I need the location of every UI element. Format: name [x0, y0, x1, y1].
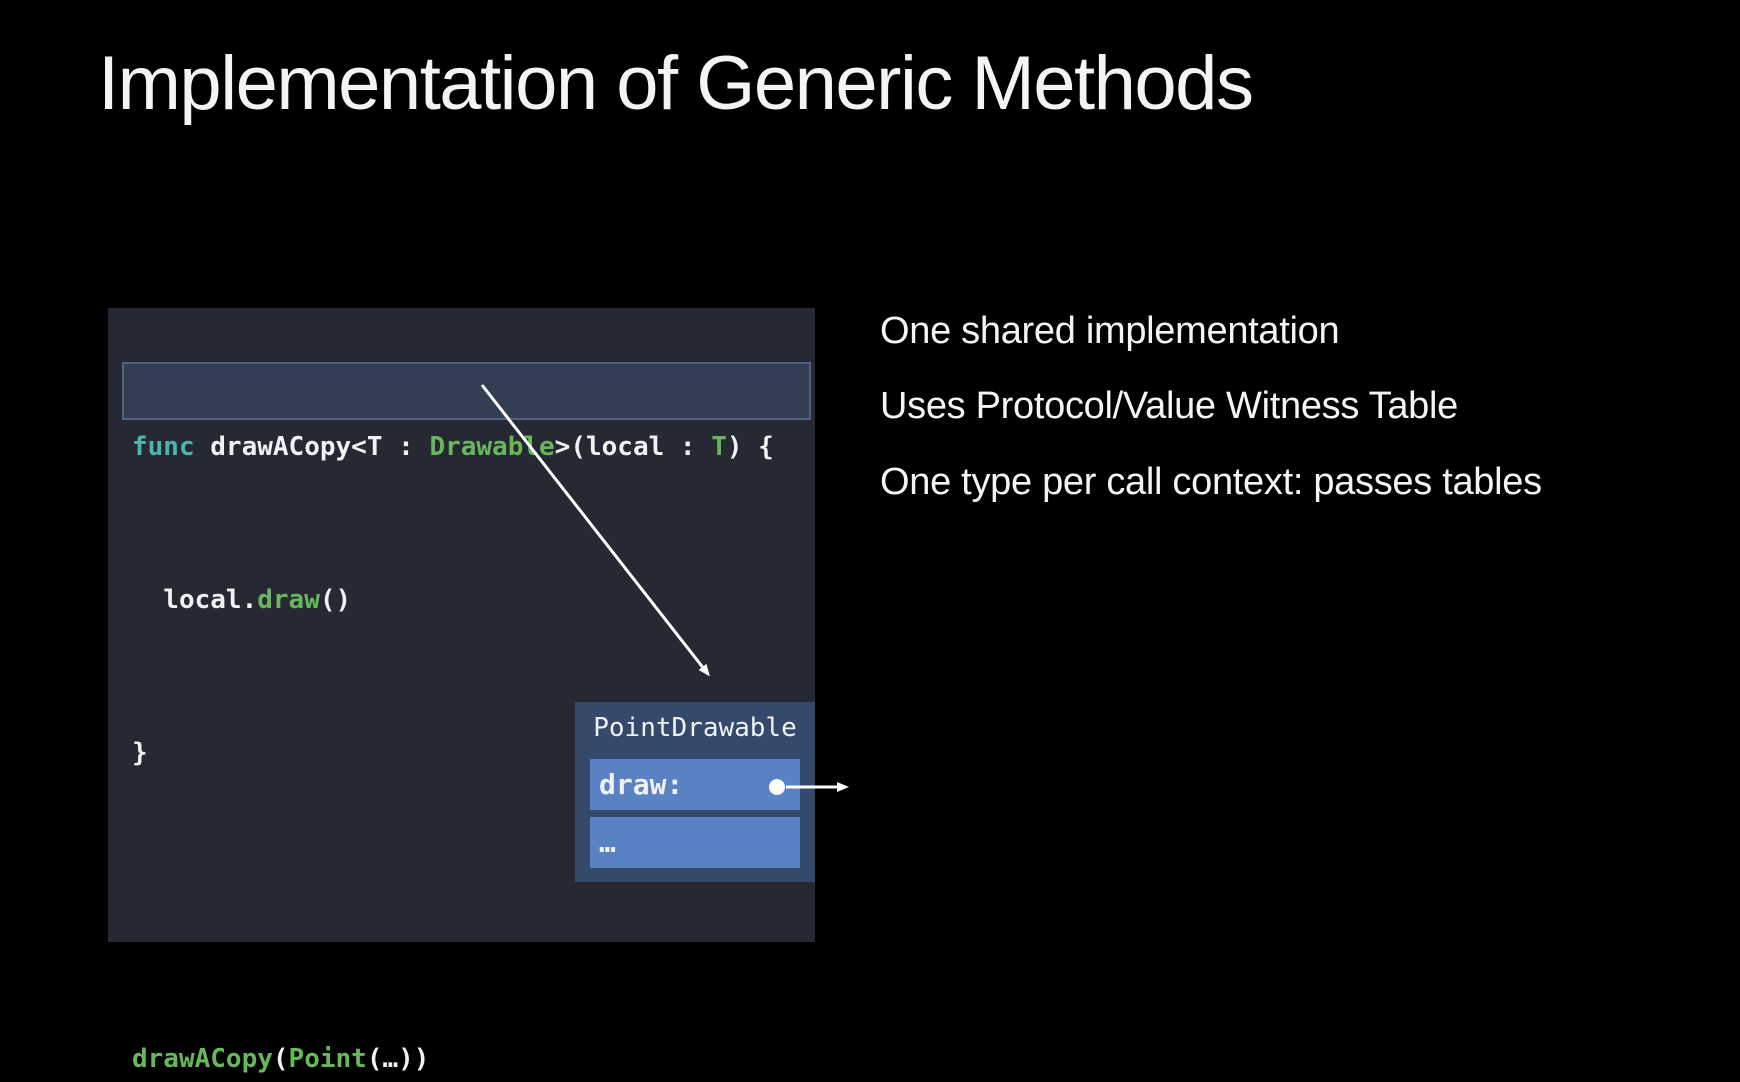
code-token-drawable-type: Drawable — [429, 432, 555, 462]
code-line-local-draw: local.draw() — [132, 575, 774, 626]
code-line-close-brace: } — [132, 738, 148, 768]
code-token-parens: () — [319, 585, 352, 615]
witness-table-row-draw: draw: — [590, 759, 800, 810]
code-token-func-keyword: func — [132, 432, 211, 462]
slide-title: Implementation of Generic Methods — [98, 41, 1254, 126]
code-panel: func drawACopy<T : Drawable>(local : T) … — [108, 308, 815, 1074]
code-line-func-signature: func drawACopy<T : Drawable>(local : T) … — [132, 422, 774, 473]
bullet-witness-table: Uses Protocol/Value Witness Table — [880, 385, 1458, 427]
witness-table-title: PointDrawable — [593, 713, 797, 743]
code-token-funcname: drawACopy<T : — [210, 432, 430, 462]
code-token-generic-t: T — [711, 432, 727, 462]
code-token-args: (…)) — [366, 1044, 430, 1074]
code-token-point-type: Point — [288, 1044, 367, 1074]
code-token-draw-call: draw — [257, 585, 320, 615]
code-token-open-brace: ) { — [726, 432, 774, 462]
code-token-local: local. — [132, 585, 258, 615]
code-token-open-paren: ( — [272, 1044, 289, 1074]
code-line-call-site: drawACopy(Point(…)) — [132, 1034, 774, 1082]
bullet-shared-implementation: One shared implementation — [880, 310, 1340, 352]
code-token-params: >(local : — [554, 432, 712, 462]
witness-table: PointDrawable draw: … — [575, 702, 815, 882]
code-token-drawacopy-call: drawACopy — [132, 1044, 273, 1074]
witness-table-row-ellipsis: … — [590, 817, 800, 868]
code-line-blank — [132, 881, 774, 932]
bullet-call-context: One type per call context: passes tables — [880, 461, 1542, 503]
code-listing: func drawACopy<T : Drawable>(local : T) … — [132, 320, 774, 1082]
